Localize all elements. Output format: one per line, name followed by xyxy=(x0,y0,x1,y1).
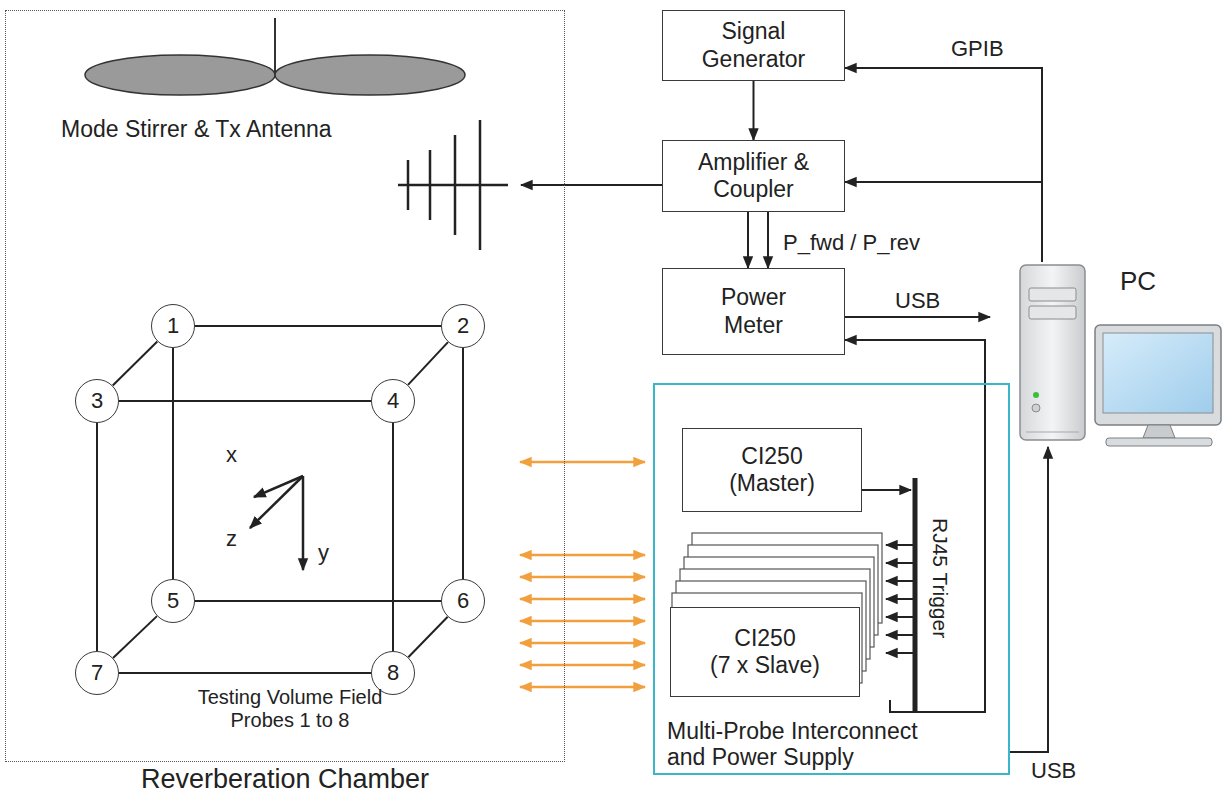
signal-connector xyxy=(747,212,749,268)
field-link xyxy=(520,554,645,557)
field-link xyxy=(520,598,645,601)
field-link xyxy=(520,664,645,667)
cube-edge xyxy=(195,600,441,602)
field-link xyxy=(520,620,645,623)
cube-edge xyxy=(113,342,158,386)
node-label: 1 xyxy=(167,313,179,339)
stirrer-antenna: Mode Stirrer & Tx Antenna xyxy=(56,16,521,271)
signal-connector xyxy=(845,340,985,712)
node-label: Mode Stirrer & Tx Antenna xyxy=(61,116,332,143)
edge-label: GPIB xyxy=(948,36,1007,61)
node-label: 5 xyxy=(167,588,179,614)
field-probe: 5 xyxy=(151,579,195,623)
node-label: CI250 xyxy=(734,625,795,652)
reverberation-chamber: Reverberation ChamberMode Stirrer & Tx A… xyxy=(5,10,565,762)
signal-connector xyxy=(1010,447,1048,752)
signal-connector xyxy=(767,212,769,268)
field-probe: 4 xyxy=(371,379,415,423)
field-link xyxy=(520,576,645,579)
signal-connector xyxy=(845,316,990,318)
volume-caption: Testing Volume Field Probes 1 to 8 xyxy=(190,686,390,732)
node-label: (7 x Slave) xyxy=(710,652,820,679)
node-label: 2 xyxy=(457,313,469,339)
node-label: Multi-Probe Interconnect and Power Suppl… xyxy=(667,718,952,771)
cube-edge xyxy=(195,325,441,327)
trigger-bus xyxy=(860,478,915,712)
axis-label: y xyxy=(318,540,329,565)
edge-label: USB xyxy=(1028,758,1079,783)
cube-edge xyxy=(392,423,394,651)
pc-icon: PC xyxy=(990,262,1226,447)
instrument-box: Amplifier & Coupler xyxy=(662,140,845,212)
node-label: Reverberation Chamber xyxy=(6,764,564,794)
edge-label: USB xyxy=(892,288,943,313)
node-label: 7 xyxy=(91,660,103,686)
axis-label: x xyxy=(226,442,237,467)
node-label: 3 xyxy=(91,388,103,414)
pc-monitor xyxy=(1095,325,1221,446)
cube-edge xyxy=(113,616,157,658)
instrument-box: Power Meter xyxy=(662,268,845,355)
slave-box: CI250(7 x Slave) xyxy=(670,607,860,697)
field-link xyxy=(520,686,645,689)
edge-label: P_fwd / P_rev xyxy=(780,230,923,255)
cube-edge xyxy=(408,617,447,657)
node-label: Amplifier & Coupler xyxy=(689,149,819,203)
cube-edge xyxy=(119,400,371,402)
signal-connector xyxy=(753,81,755,140)
lpda-antenna xyxy=(398,120,508,250)
instrument-box: Signal Generator xyxy=(662,10,845,81)
node-label: CI250 xyxy=(741,443,802,470)
cube-edge xyxy=(96,423,98,651)
field-link xyxy=(520,461,645,464)
cube-edge xyxy=(462,348,464,579)
mode-stirrer xyxy=(85,18,465,95)
axis-arrows xyxy=(250,476,303,570)
axis-label: z xyxy=(226,526,237,551)
bus-label: RJ45 Trigger xyxy=(928,508,952,648)
node-label: 6 xyxy=(457,588,469,614)
cube-edge xyxy=(119,672,371,674)
node-label: PC xyxy=(1120,266,1156,297)
cube-edge xyxy=(408,342,448,385)
interconnect-box: Multi-Probe Interconnect and Power Suppl… xyxy=(653,383,1010,775)
node-label: 4 xyxy=(387,388,399,414)
node-label: Power Meter xyxy=(709,284,799,338)
node-label: (Master) xyxy=(729,470,815,497)
cube-edge xyxy=(172,348,174,579)
signal-connector xyxy=(521,184,662,186)
node-label: Signal Generator xyxy=(689,18,819,72)
field-probe: 6 xyxy=(441,579,485,623)
node-label: 8 xyxy=(387,660,399,686)
pc-tower xyxy=(1020,265,1085,440)
master-box: CI250(Master) xyxy=(682,428,862,512)
field-probe: 3 xyxy=(75,379,119,423)
field-link xyxy=(520,642,645,645)
field-probe: 1 xyxy=(151,304,195,348)
field-probe: 2 xyxy=(441,304,485,348)
field-probe: 7 xyxy=(75,651,119,695)
